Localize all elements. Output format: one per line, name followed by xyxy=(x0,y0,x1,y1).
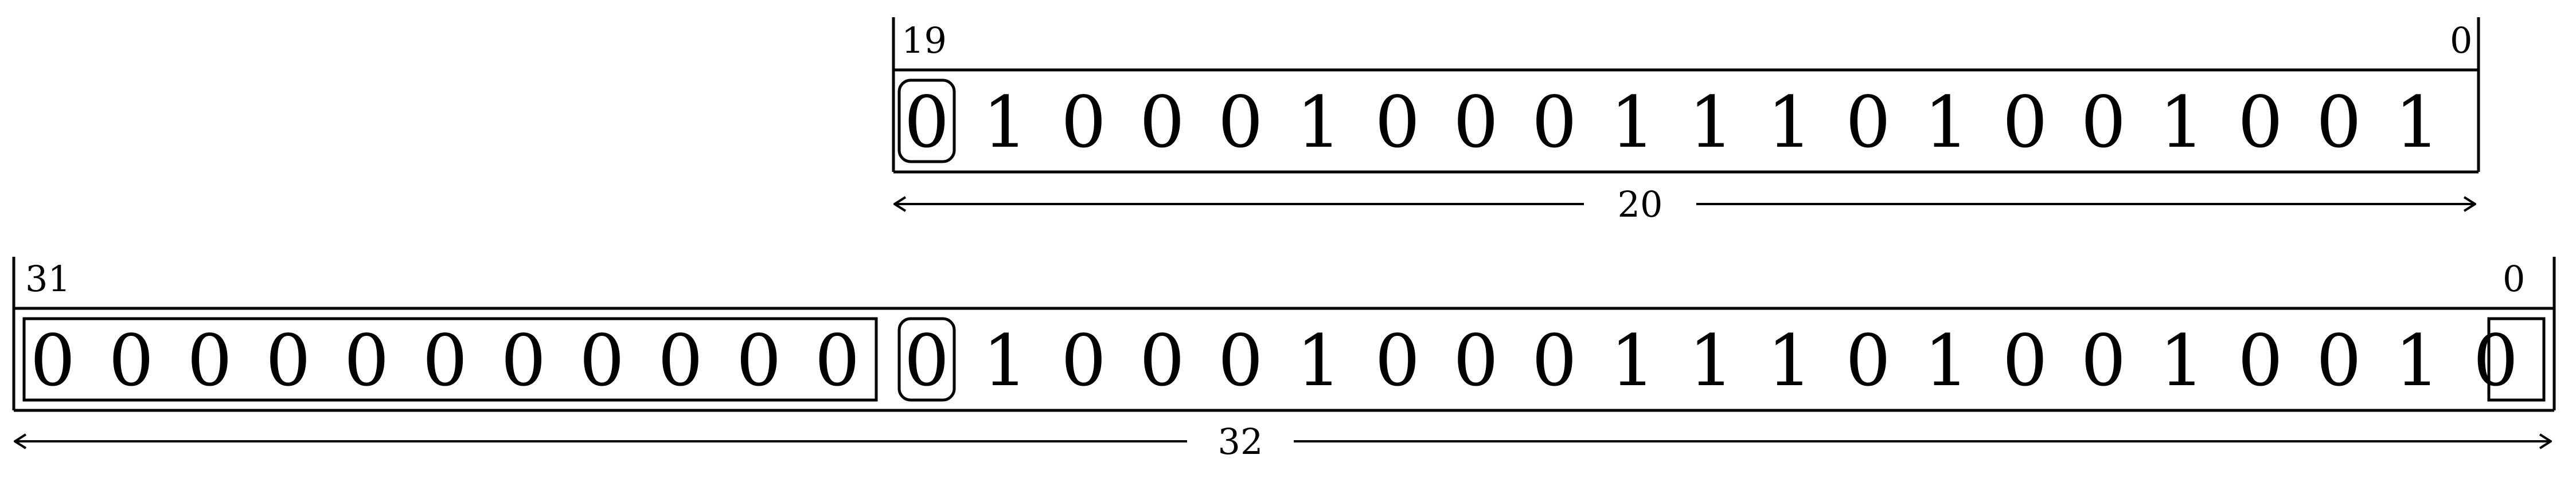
bit-digit: 0 xyxy=(2316,320,2362,402)
extension-bit-digit: 0 xyxy=(108,320,154,402)
bit-digit: 0 xyxy=(1532,81,1577,164)
extension-bit-digit: 0 xyxy=(266,320,311,402)
bit-digit: 0 xyxy=(1375,320,1420,402)
bit-digit: 0 xyxy=(1375,81,1420,164)
bit-digit: 0 xyxy=(1061,81,1106,164)
bit-digit: 0 xyxy=(1139,81,1185,164)
extension-bit-digit: 0 xyxy=(501,320,546,402)
bit-digit: 1 xyxy=(1610,320,1656,402)
msb-index-label: 31 xyxy=(25,258,71,300)
bit-digit: 0 xyxy=(2003,81,2048,164)
width-label: 20 xyxy=(1618,183,1663,225)
sign-bit-highlight xyxy=(897,79,956,163)
bit-digit: 1 xyxy=(1924,320,1969,402)
bit-digit: 0 xyxy=(1218,320,1263,402)
bit-digit: 1 xyxy=(2395,320,2440,402)
bit-digit: 1 xyxy=(1297,81,1342,164)
bit-digit: 0 xyxy=(2081,320,2126,402)
bit-digit: 0 xyxy=(2238,81,2283,164)
bit-digit: 1 xyxy=(1767,81,1812,164)
bit-digit: 0 xyxy=(1532,320,1577,402)
bit-digit: 1 xyxy=(1924,81,1969,164)
lsb-index-label: 0 xyxy=(2503,258,2525,300)
bit-digit: 0 xyxy=(1845,81,1891,164)
extension-bit-digit: 0 xyxy=(187,320,232,402)
extension-bit-digit: 0 xyxy=(579,320,625,402)
extension-bit-digit: 0 xyxy=(423,320,468,402)
bit-digit: 0 xyxy=(904,320,950,402)
bit-digit: 0 xyxy=(2473,320,2519,402)
bit-digit: 1 xyxy=(1689,81,1734,164)
bit-digit: 0 xyxy=(1061,320,1106,402)
bit-digit: 0 xyxy=(2316,81,2362,164)
appended-bit-box xyxy=(2487,317,2546,402)
msb-index-label: 19 xyxy=(901,19,947,61)
bit-digit: 1 xyxy=(2159,81,2204,164)
bit-digit: 1 xyxy=(1689,320,1734,402)
bit-digit: 1 xyxy=(2159,320,2204,402)
bit-digit: 0 xyxy=(1453,320,1498,402)
bit-digit: 0 xyxy=(2238,320,2283,402)
extension-bit-digit: 0 xyxy=(30,320,76,402)
bit-digit: 1 xyxy=(1297,320,1342,402)
bit-digit: 0 xyxy=(1139,320,1185,402)
bit-digit: 1 xyxy=(1767,320,1812,402)
lsb-index-label: 0 xyxy=(2450,19,2472,61)
bit-digit: 0 xyxy=(2081,81,2126,164)
bit-digit: 1 xyxy=(982,81,1028,164)
width-label: 32 xyxy=(1218,421,1263,463)
sign-bit-highlight xyxy=(897,317,956,402)
bit-digit: 0 xyxy=(904,81,950,164)
bit-digit: 1 xyxy=(982,320,1028,402)
bit-digit: 0 xyxy=(1453,81,1498,164)
extension-bit-digit: 0 xyxy=(736,320,782,402)
extension-bit-digit: 0 xyxy=(658,320,703,402)
sign-extension-box xyxy=(22,317,878,402)
bit-digit: 0 xyxy=(2003,320,2048,402)
bit-digit: 0 xyxy=(1845,320,1891,402)
bit-digit: 1 xyxy=(2395,81,2440,164)
bit-digit: 1 xyxy=(1610,81,1656,164)
extension-bit-digit: 0 xyxy=(815,320,860,402)
bit-digit: 0 xyxy=(1218,81,1263,164)
extension-bit-digit: 0 xyxy=(344,320,389,402)
